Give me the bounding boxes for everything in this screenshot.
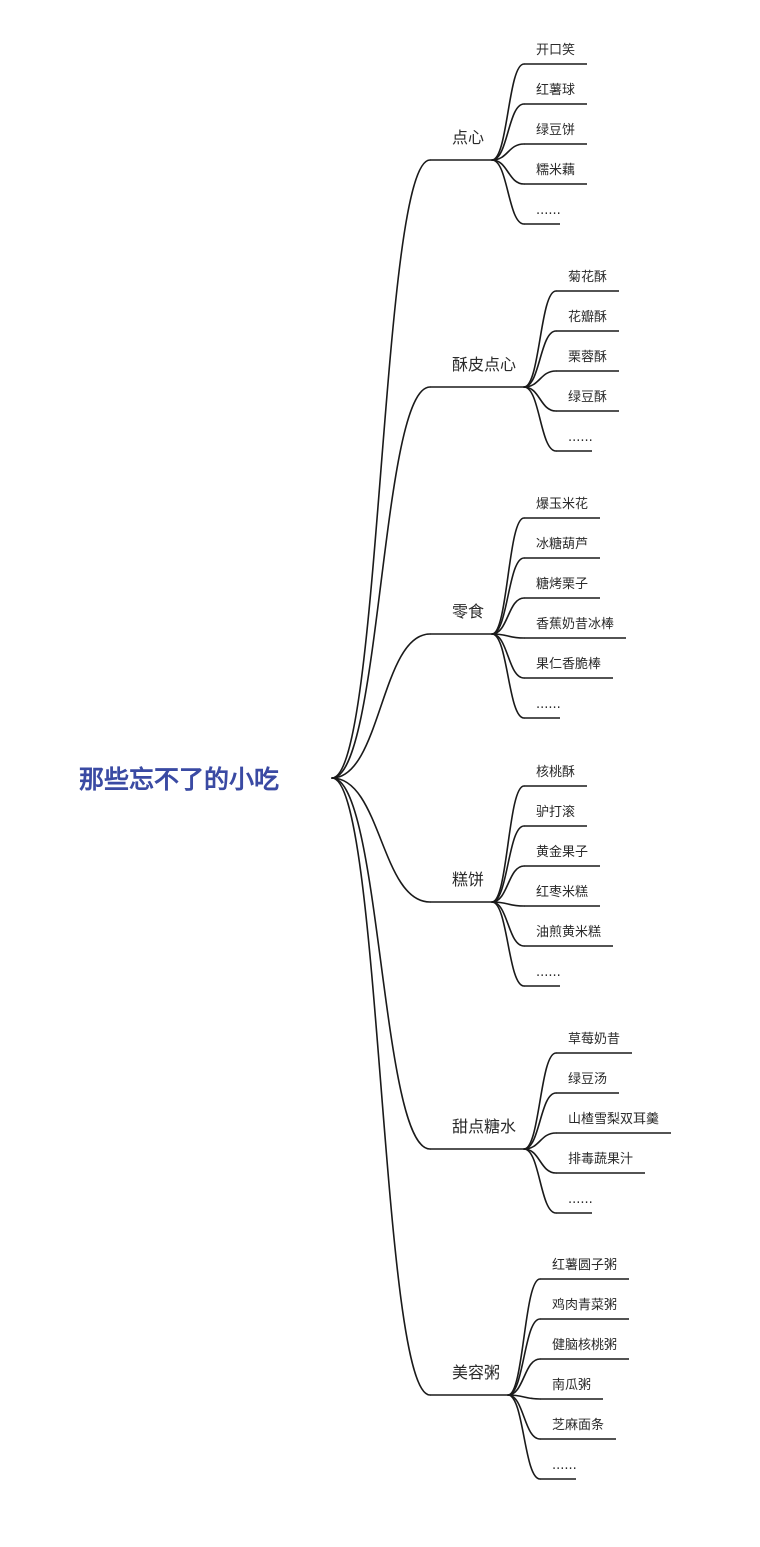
- branch-3-leaf-2[interactable]: 冰糖葫芦: [536, 536, 588, 552]
- branch-1-leaf-4-connector: [491, 159, 525, 185]
- branch-1-leaf-2-connector: [491, 103, 525, 161]
- branch-3-leaf-1-connector: [491, 517, 525, 635]
- branch-3-leaf-3[interactable]: 糖烤栗子: [536, 576, 588, 592]
- branch-1-leaf-2[interactable]: 红薯球: [536, 82, 575, 98]
- branch-5-leaf-2-connector: [523, 1092, 557, 1150]
- branch-1-group: 点心 开口笑红薯球绿豆饼糯米藕......: [430, 42, 587, 225]
- branch-6-leaf-2[interactable]: 鸡肉青菜粥: [552, 1297, 617, 1313]
- branch-6-leaf-3-connector: [507, 1358, 541, 1396]
- branch-4-leaf-1[interactable]: 核桃酥: [536, 765, 575, 780]
- branch-6-connector: [331, 777, 431, 1396]
- branch-1-leaf-3-connector: [491, 143, 525, 161]
- branch-4-group: 糕饼 核桃酥驴打滚黄金果子红枣米糕油煎黄米糕......: [430, 765, 613, 987]
- branch-6-leaf-2-connector: [507, 1318, 541, 1396]
- branch-1-leaf-5[interactable]: ......: [536, 203, 561, 218]
- branch-4-leaf-4[interactable]: 红枣米糕: [536, 884, 588, 900]
- branch-4-label[interactable]: 糕饼: [452, 870, 484, 889]
- branch-4-leaf-5[interactable]: 油煎黄米糕: [536, 924, 601, 940]
- branch-2-label[interactable]: 酥皮点心: [452, 355, 516, 374]
- branch-2-leaf-2[interactable]: 花瓣酥: [568, 309, 607, 325]
- branch-4-leaf-5-connector: [491, 901, 525, 947]
- branch-2-leaf-4[interactable]: 绿豆酥: [568, 390, 607, 405]
- branch-3-label[interactable]: 零食: [452, 602, 484, 621]
- branch-2-leaf-4-connector: [523, 386, 557, 412]
- branch-2-leaf-3[interactable]: 栗蓉酥: [568, 350, 607, 365]
- branch-4-leaf-3[interactable]: 黄金果子: [536, 844, 588, 860]
- branch-5-leaf-5-connector: [523, 1148, 557, 1214]
- branch-6-leaf-5-connector: [507, 1394, 541, 1440]
- branch-3-leaf-4[interactable]: 香蕉奶昔冰棒: [536, 617, 614, 632]
- branch-5-leaf-5[interactable]: ......: [568, 1192, 593, 1207]
- branch-4-leaf-3-connector: [491, 865, 525, 903]
- branch-5-leaf-2[interactable]: 绿豆汤: [568, 1072, 607, 1087]
- branch-6-leaf-3[interactable]: 健脑核桃粥: [552, 1337, 617, 1353]
- branch-5-leaf-4[interactable]: 排毒蔬果汁: [568, 1152, 633, 1167]
- branch-4-leaf-1-connector: [491, 785, 525, 903]
- branch-5-leaf-3-connector: [523, 1132, 557, 1150]
- branch-5-leaf-4-connector: [523, 1148, 557, 1174]
- branch-4-leaf-6-connector: [491, 901, 525, 987]
- branch-1-leaf-5-connector: [491, 159, 525, 225]
- branch-4-leaf-6[interactable]: ......: [536, 965, 561, 980]
- branch-3-leaf-2-connector: [491, 557, 525, 635]
- branch-1-label[interactable]: 点心: [452, 128, 484, 147]
- branch-2-leaf-5-connector: [523, 386, 557, 452]
- branch-5-leaf-1[interactable]: 草莓奶昔: [568, 1032, 620, 1047]
- branch-2-leaf-1-connector: [523, 290, 557, 388]
- branch-2-leaf-2-connector: [523, 330, 557, 388]
- branch-6-leaf-6-connector: [507, 1394, 541, 1480]
- branch-3-connector: [331, 633, 431, 779]
- branch-4-leaf-2-connector: [491, 825, 525, 903]
- branch-1-connector: [331, 159, 431, 779]
- branch-4-leaf-2[interactable]: 驴打滚: [536, 804, 575, 820]
- branch-5-label[interactable]: 甜点糖水: [452, 1117, 516, 1136]
- branch-5-leaf-3[interactable]: 山楂雪梨双耳羹: [568, 1111, 659, 1127]
- branch-4-connector: [331, 777, 431, 903]
- branch-2-leaf-1[interactable]: 菊花酥: [568, 269, 607, 285]
- branch-5-group: 甜点糖水 草莓奶昔绿豆汤山楂雪梨双耳羹排毒蔬果汁......: [430, 1032, 671, 1214]
- branch-5-leaf-1-connector: [523, 1052, 557, 1150]
- branch-6-group: 美容粥 红薯圆子粥鸡肉青菜粥健脑核桃粥南瓜粥芝麻面条......: [430, 1257, 629, 1480]
- branch-1-leaf-3[interactable]: 绿豆饼: [536, 123, 575, 138]
- branch-1-leaf-1-connector: [491, 63, 525, 161]
- branch-6-leaf-5[interactable]: 芝麻面条: [552, 1417, 604, 1433]
- branch-3-leaf-3-connector: [491, 597, 525, 635]
- branch-6-leaf-6[interactable]: ......: [552, 1458, 577, 1473]
- branch-2-leaf-3-connector: [523, 370, 557, 388]
- branch-2-leaf-5[interactable]: ......: [568, 430, 593, 445]
- branch-6-label[interactable]: 美容粥: [452, 1363, 500, 1382]
- branch-3-leaf-5-connector: [491, 633, 525, 679]
- branch-3-leaf-1[interactable]: 爆玉米花: [536, 496, 588, 512]
- branch-6-leaf-4[interactable]: 南瓜粥: [552, 1377, 591, 1393]
- branch-1-leaf-1[interactable]: 开口笑: [536, 42, 575, 58]
- root-topic[interactable]: 那些忘不了的小吃: [79, 765, 279, 794]
- branch-6-leaf-1-connector: [507, 1278, 541, 1396]
- branch-5-connector: [331, 777, 431, 1150]
- branch-6-leaf-1[interactable]: 红薯圆子粥: [552, 1257, 617, 1273]
- branch-1-leaf-4[interactable]: 糯米藕: [536, 163, 575, 178]
- branch-2-group: 酥皮点心 菊花酥花瓣酥栗蓉酥绿豆酥......: [430, 269, 619, 452]
- branch-3-group: 零食 爆玉米花冰糖葫芦糖烤栗子香蕉奶昔冰棒果仁香脆棒......: [430, 496, 626, 719]
- branch-2-connector: [331, 386, 431, 779]
- branch-3-leaf-5[interactable]: 果仁香脆棒: [536, 656, 601, 672]
- branch-3-leaf-6-connector: [491, 633, 525, 719]
- edges-layer: [331, 159, 431, 1396]
- branch-3-leaf-6[interactable]: ......: [536, 697, 561, 712]
